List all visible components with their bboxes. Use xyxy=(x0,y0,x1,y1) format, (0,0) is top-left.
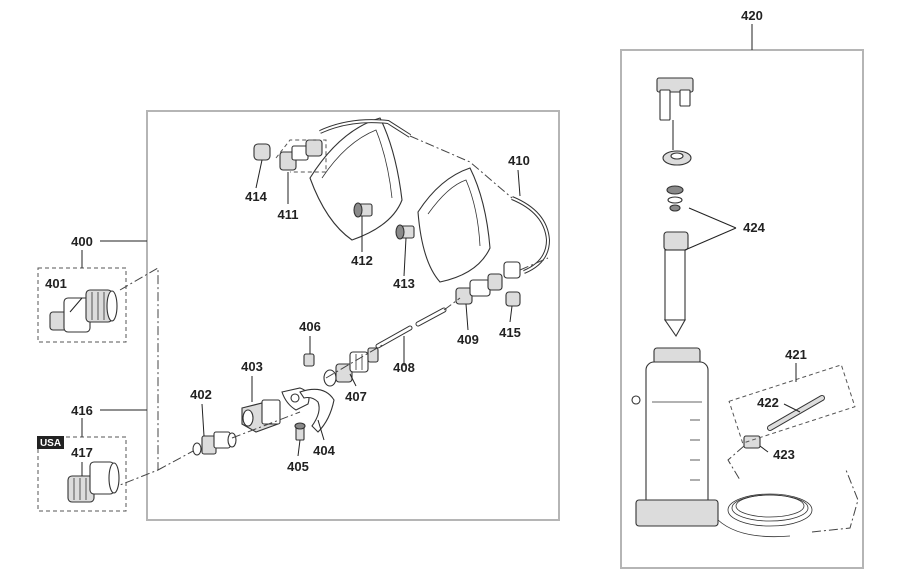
part-417-coupler xyxy=(67,461,120,503)
label-400: 400 xyxy=(71,234,93,249)
group-421-box xyxy=(728,364,856,444)
label-403: 403 xyxy=(241,359,263,374)
bracket-lines xyxy=(81,24,753,437)
label-406: 406 xyxy=(299,319,321,334)
part-406-nut xyxy=(303,353,315,367)
part-412-bolt xyxy=(353,202,373,218)
label-407: 407 xyxy=(345,389,367,404)
label-414: 414 xyxy=(245,189,267,204)
main-assembly-frame xyxy=(146,110,560,521)
label-402: 402 xyxy=(190,387,212,402)
coiled-hose xyxy=(717,493,813,537)
part-407-fitting xyxy=(323,347,379,387)
part-401-coupler xyxy=(49,289,118,333)
part-422-lance xyxy=(767,395,825,431)
part-411-fitting xyxy=(275,139,327,173)
label-412: 412 xyxy=(351,253,373,268)
label-413: 413 xyxy=(393,276,415,291)
part-415-cap xyxy=(505,291,521,307)
part-414-nut xyxy=(253,143,271,161)
label-409: 409 xyxy=(457,332,479,347)
label-421: 421 xyxy=(785,347,807,362)
assembly-lines-main xyxy=(231,257,549,439)
part-424-pump-handle xyxy=(656,77,694,212)
usa-badge-text: USA xyxy=(40,438,61,449)
part-410-hose xyxy=(319,119,551,274)
spray-shield-front xyxy=(309,117,403,241)
part-413-bolt xyxy=(395,224,415,240)
label-422: 422 xyxy=(757,395,779,410)
label-410: 410 xyxy=(508,153,530,168)
part-402-nipple xyxy=(192,431,237,456)
spray-shield-rear xyxy=(417,167,491,283)
label-417: 417 xyxy=(71,445,93,460)
part-408-hose xyxy=(375,307,447,349)
label-404: 404 xyxy=(313,443,335,458)
label-424: 424 xyxy=(743,220,765,235)
label-405: 405 xyxy=(287,459,309,474)
part-405-screw xyxy=(294,422,306,441)
part-404-bracket xyxy=(281,387,335,433)
label-420: 420 xyxy=(741,8,763,23)
label-411: 411 xyxy=(278,207,299,222)
part-409-fitting xyxy=(455,261,521,305)
part-403-valve-body xyxy=(241,399,281,433)
tank-assembly-frame xyxy=(620,49,864,569)
label-423: 423 xyxy=(773,447,795,462)
leader-lines-main xyxy=(69,159,521,476)
usa-badge: USA xyxy=(37,436,64,449)
part-labels: 400 401 416 417 402 403 404 405 406 407 … xyxy=(45,8,807,474)
leader-lines-tank xyxy=(684,207,859,533)
label-401: 401 xyxy=(45,276,67,291)
label-416: 416 xyxy=(71,403,93,418)
label-408: 408 xyxy=(393,360,415,375)
pump-cylinder xyxy=(663,231,689,338)
sprayer-tank xyxy=(631,347,719,527)
label-415: 415 xyxy=(499,325,521,340)
